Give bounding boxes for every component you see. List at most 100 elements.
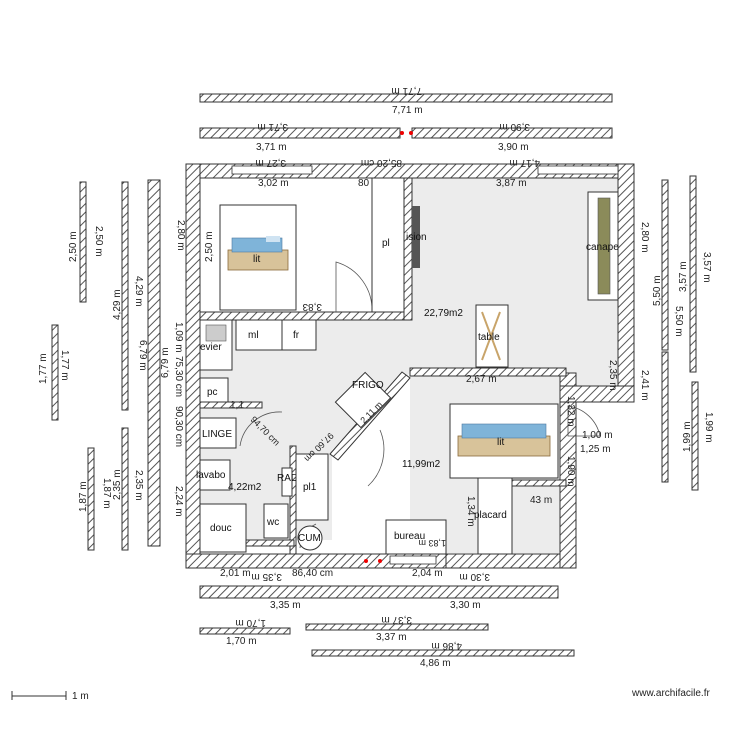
- dim-bottom-inner-mid: 86,40 cm: [292, 568, 333, 579]
- dishwasher-label: ml: [248, 330, 259, 341]
- dim-left-outer-4: 1,77 m: [38, 353, 49, 384]
- dining-table-label: table: [478, 332, 500, 343]
- dim-right-outer-1: 2,80 m: [639, 222, 650, 253]
- dim-right-inner-4: 1,32 m: [565, 396, 576, 427]
- bed-2: lit: [449, 403, 559, 479]
- dim-bottom-outer-right: 3,30 m: [450, 600, 481, 611]
- dim-bottom-mid-mirror: 3,37 m: [381, 614, 412, 625]
- kitchen-counter: evier ml fr: [199, 319, 317, 371]
- closet: placard: [474, 477, 513, 555]
- dim-mid-2: 3,83: [302, 301, 322, 312]
- dim-mid-5: 1,1: [230, 400, 244, 411]
- dim-top-right: 3,90 m: [498, 142, 529, 153]
- laundry: LINGE: [199, 417, 237, 449]
- right-dimension-bars: [661, 175, 699, 491]
- dim-left-inner-5: 90,30 cm: [173, 406, 184, 447]
- dim-right-inner-2: 1,00 m: [582, 430, 613, 441]
- dim-bottom-inner-right: 2,04 m: [412, 568, 443, 579]
- wardrobe-2-label: pl1: [303, 482, 317, 493]
- dim-inner-top-mid-outer: 85,20 cm: [361, 157, 402, 168]
- washbasin-label: lavabo: [196, 470, 226, 481]
- watermark: www.archifacile.fr: [631, 688, 710, 699]
- dim-right-outer-3: 3,57 m: [701, 252, 712, 283]
- dim-inner-top-right: 3,87 m: [496, 178, 527, 189]
- left-dimension-bars: [51, 179, 161, 551]
- dim-right-outer-4: 2,41 m: [639, 370, 650, 401]
- scale-bar: 1 m: [11, 691, 89, 702]
- windows: [231, 165, 619, 565]
- dim-right-outer-5: 1,99 m: [703, 412, 714, 443]
- dim-left-outer-3b: 6,79 m: [137, 340, 148, 371]
- radiator-label: RAD: [277, 473, 298, 484]
- dim-bottom-long-mirror: 4,86 m: [431, 640, 462, 651]
- dim-right-inner-5: 1,90 m: [565, 456, 576, 487]
- top-dimension-bars: [199, 93, 613, 139]
- dim-bottom-small: 1,70 m: [226, 636, 257, 647]
- dim-bottom-outer-right-mirror: 3,30 m: [459, 571, 490, 582]
- dim-bottom-outer-left: 3,35 m: [270, 600, 301, 611]
- radiator: RAD: [277, 467, 298, 497]
- dim-top-right-mirror: 3,90 m: [499, 121, 530, 132]
- fridge: FRIGO: [334, 371, 392, 429]
- wardrobe-1: pl: [371, 177, 405, 313]
- dim-right-outer-2b: 5,50 m: [652, 275, 663, 306]
- dim-right-outer-3b: 3,57 m: [678, 261, 689, 292]
- dim-left-outer-3: 6,79 m: [160, 347, 171, 378]
- scale-bar-label: 1 m: [72, 691, 89, 702]
- dim-top-total-mirror: 7,71 m: [391, 85, 422, 96]
- dim-left-outer-2: 4,29 m: [112, 289, 123, 320]
- washbasin: lavabo: [196, 459, 231, 491]
- pc-label: pc: [207, 387, 218, 398]
- fridge-label: FRIGO: [352, 380, 384, 391]
- dim-mid-7: 1,83 m: [418, 538, 446, 548]
- fridge-small-label: fr: [293, 330, 300, 341]
- area-bedroom-2: 11,99m2: [402, 459, 441, 470]
- dim-bottom-small-mirror: 1,70 m: [235, 617, 266, 628]
- dim-left-outer-5b: 2,35 m: [133, 470, 144, 501]
- bed-1-label: lit: [253, 254, 260, 265]
- dim-right-inner-1: 2,35 m: [607, 360, 618, 391]
- dim-left-inner-2: 2,50 m: [204, 231, 215, 262]
- sink-label: evier: [200, 342, 222, 353]
- sofa: canape: [586, 191, 619, 301]
- dim-right-inner-7: 1,34 m: [465, 496, 476, 527]
- laundry-label: LINGE: [202, 429, 232, 440]
- water-heater: CUM: [297, 525, 323, 551]
- wardrobe-1-label: pl: [382, 238, 390, 249]
- dim-left-inner-3: 1,09 m: [173, 322, 184, 353]
- area-bathroom: 4,22m2: [228, 482, 262, 493]
- wardrobe-2: pl1: [295, 453, 329, 521]
- dim-right-outer-5b: 1,99 m: [682, 421, 693, 452]
- pc-unit: pc: [199, 377, 229, 403]
- dim-left-inner-6: 2,24 m: [173, 486, 184, 517]
- area-main: 22,79m2: [424, 308, 463, 319]
- dim-bottom-mid: 3,37 m: [376, 632, 407, 643]
- dim-left-outer-6b: 1,87 m: [101, 478, 112, 509]
- dim-left-outer-1b: 2,50 m: [93, 226, 104, 257]
- bottom-dimension-bars: [199, 585, 575, 657]
- sofa-label: canape: [586, 242, 619, 253]
- shower: douc: [199, 503, 247, 553]
- dim-inner-top-right-outer: 4,17 m: [509, 157, 540, 168]
- dim-bottom-outer-left-mirror: 3,35 m: [251, 571, 282, 582]
- dim-left-outer-2b: 4,29 m: [133, 276, 144, 307]
- television-label: ision: [406, 232, 427, 243]
- toilet-label: wc: [266, 517, 279, 528]
- dim-left-outer-1: 2,50 m: [68, 231, 79, 262]
- dim-top-left: 3,71 m: [256, 142, 287, 153]
- water-heater-label: CUM: [298, 533, 321, 544]
- closet-label: placard: [474, 510, 507, 521]
- dim-right-inner-3: 1,25 m: [580, 444, 611, 455]
- dim-inner-top-left-outer: 3,27 m: [255, 157, 286, 168]
- dim-inner-top-left: 3,02 m: [258, 178, 289, 189]
- dim-left-outer-5: 2,35 m: [112, 469, 123, 500]
- dim-mid-1: 2,67 m: [466, 374, 497, 385]
- toilet: wc: [263, 503, 289, 539]
- dim-right-inner-6: 43 m: [530, 495, 552, 506]
- dim-top-total: 7,71 m: [392, 105, 423, 116]
- dim-left-inner-1: 2,80 m: [175, 220, 186, 251]
- desk: bureau: [385, 519, 447, 555]
- bed-1: lit: [219, 204, 297, 311]
- dim-bottom-inner-left: 2,01 m: [220, 568, 251, 579]
